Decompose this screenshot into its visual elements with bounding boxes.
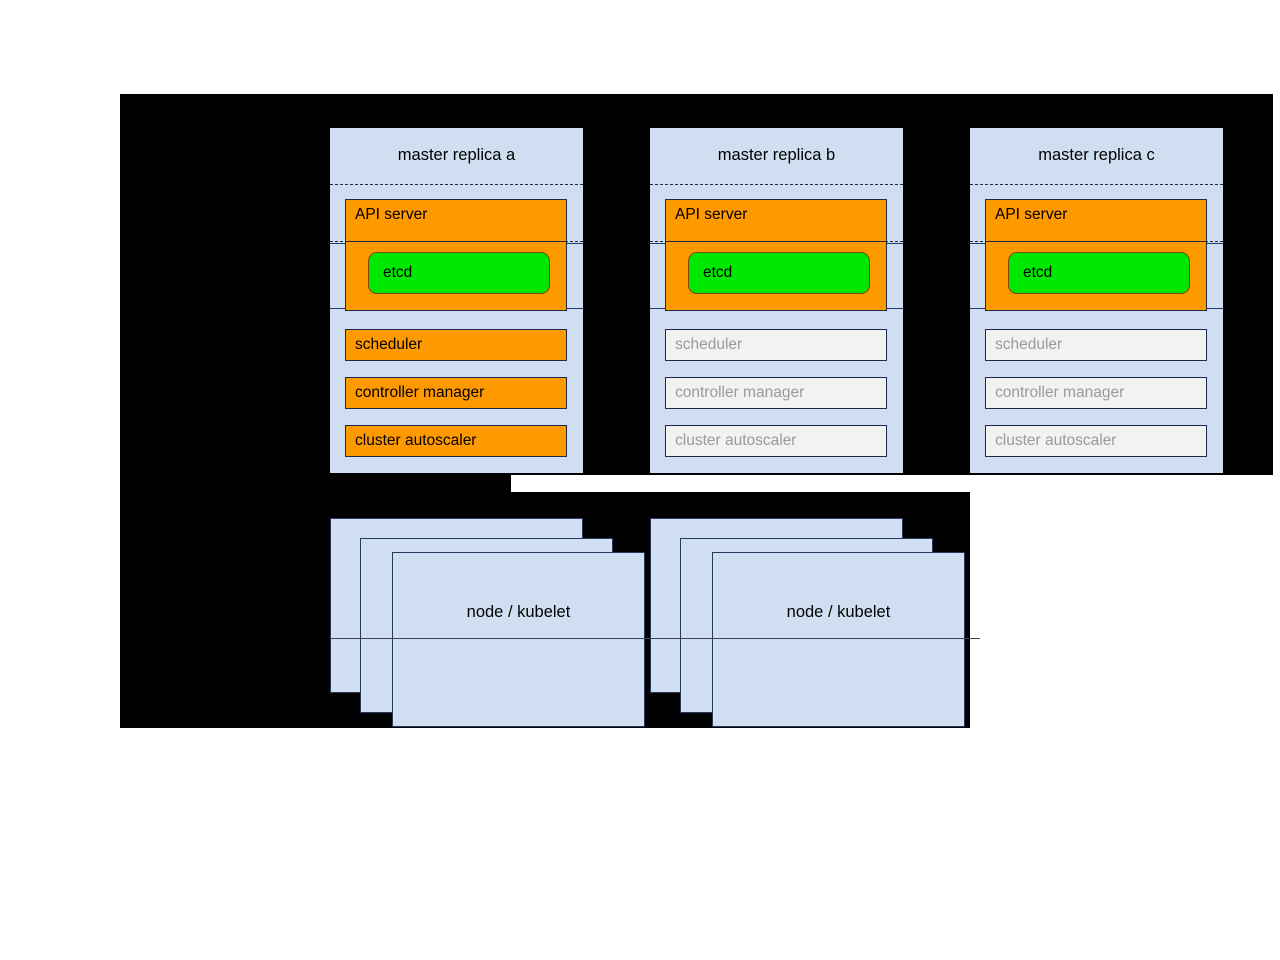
node-card-front-2[interactable] [712, 552, 965, 727]
component-api-server-label-a: API server [355, 206, 428, 223]
separator-dashed-top-a [330, 184, 583, 185]
node-kubelet-label-1: node / kubelet [466, 602, 571, 621]
master-replica-title-c: master replica c [1038, 146, 1155, 164]
master-replica-card-a[interactable]: master replica a API server etcd schedul… [330, 128, 583, 473]
master-replica-card-b[interactable]: master replica b API server etcd schedul… [650, 128, 903, 473]
component-cluster-autoscaler-label-c: cluster autoscaler [995, 432, 1117, 449]
component-api-server-a[interactable]: API server [345, 199, 567, 243]
component-controller-manager-b[interactable]: controller manager [665, 377, 887, 409]
master-replica-card-c[interactable]: master replica c API server etcd schedul… [970, 128, 1223, 473]
etcd-host-block-b: etcd [665, 241, 887, 311]
component-api-server-c[interactable]: API server [985, 199, 1207, 243]
component-api-server-label-c: API server [995, 206, 1068, 223]
component-etcd-label-c: etcd [1023, 264, 1053, 281]
component-cluster-autoscaler-label-b: cluster autoscaler [675, 432, 797, 449]
component-cluster-autoscaler-b[interactable]: cluster autoscaler [665, 425, 887, 457]
etcd-host-block-a: etcd [345, 241, 567, 311]
component-api-server-b[interactable]: API server [665, 199, 887, 243]
component-controller-manager-label-b: controller manager [675, 384, 805, 401]
component-scheduler-b[interactable]: scheduler [665, 329, 887, 361]
node-divider-line-1 [330, 638, 710, 639]
component-etcd-label-b: etcd [703, 264, 733, 281]
component-controller-manager-c[interactable]: controller manager [985, 377, 1207, 409]
component-scheduler-label-b: scheduler [675, 336, 743, 353]
separator-dashed-top-b [650, 184, 903, 185]
component-scheduler-a[interactable]: scheduler [345, 329, 567, 361]
component-scheduler-label-a: scheduler [355, 336, 423, 353]
node-kubelet-label-2: node / kubelet [786, 602, 891, 621]
component-cluster-autoscaler-label-a: cluster autoscaler [355, 432, 477, 449]
node-divider-line-2 [650, 638, 980, 639]
component-scheduler-label-c: scheduler [995, 336, 1063, 353]
backdrop-plate-middle [120, 475, 511, 492]
component-scheduler-c[interactable]: scheduler [985, 329, 1207, 361]
component-controller-manager-label-a: controller manager [355, 384, 485, 401]
node-card-front-1[interactable] [392, 552, 645, 727]
separator-dashed-top-c [970, 184, 1223, 185]
component-etcd-c[interactable]: etcd [1008, 252, 1190, 294]
component-controller-manager-a[interactable]: controller manager [345, 377, 567, 409]
component-cluster-autoscaler-a[interactable]: cluster autoscaler [345, 425, 567, 457]
component-etcd-b[interactable]: etcd [688, 252, 870, 294]
master-replica-title-a: master replica a [397, 146, 516, 164]
component-api-server-label-b: API server [675, 206, 748, 223]
etcd-host-block-c: etcd [985, 241, 1207, 311]
component-controller-manager-label-c: controller manager [995, 384, 1125, 401]
component-cluster-autoscaler-c[interactable]: cluster autoscaler [985, 425, 1207, 457]
component-etcd-label-a: etcd [383, 264, 413, 281]
component-etcd-a[interactable]: etcd [368, 252, 550, 294]
master-replica-title-b: master replica b [717, 146, 836, 164]
